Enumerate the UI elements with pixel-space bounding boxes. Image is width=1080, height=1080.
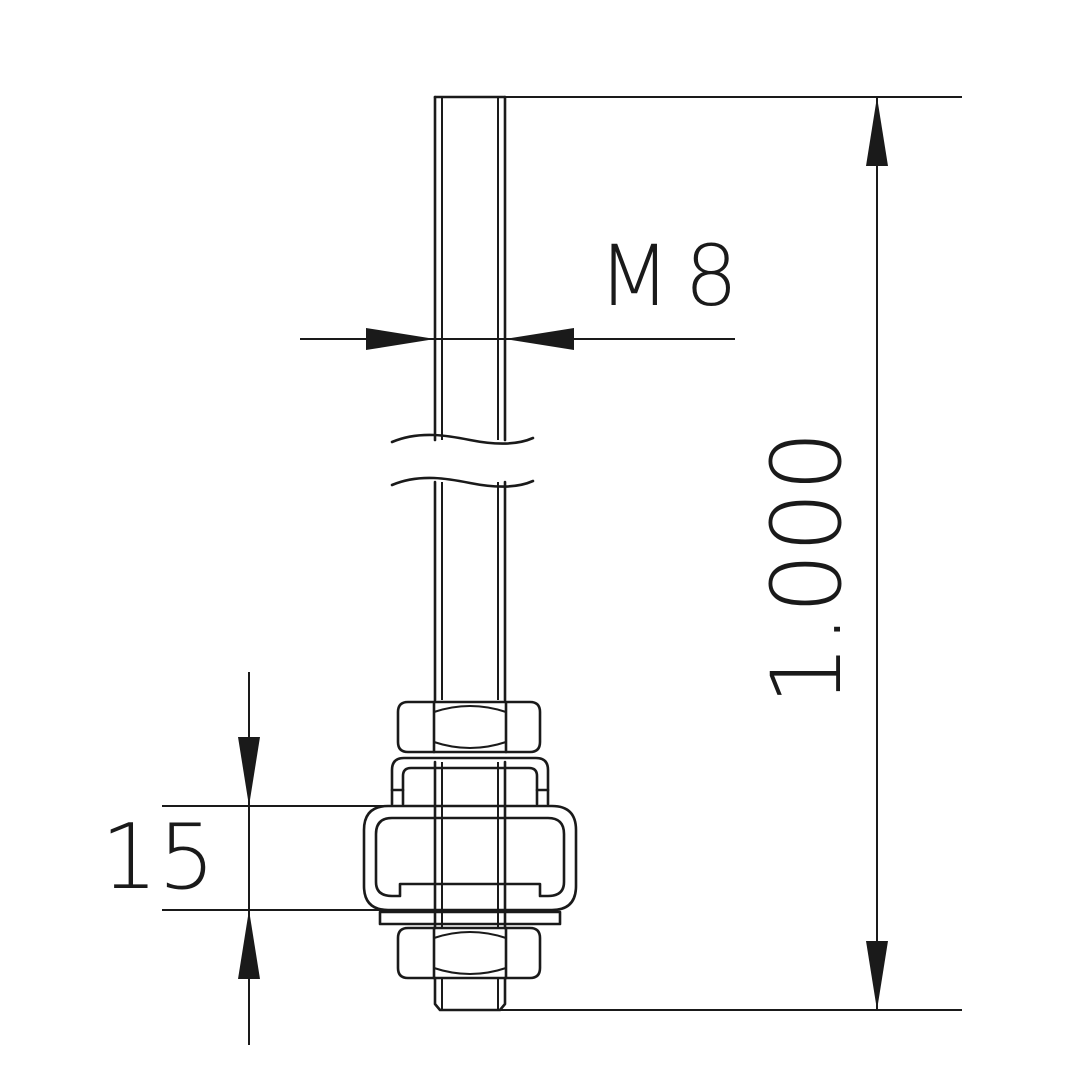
upper-washer-clip: [390, 756, 550, 806]
thread-size-label: M8: [598, 227, 752, 325]
arrow-right-icon: [366, 328, 435, 350]
length-dimension: 1.000: [500, 96, 962, 1011]
thread-diameter-dimension: M8: [300, 227, 752, 350]
arrow-up-icon: [238, 910, 260, 979]
arrow-down-icon: [866, 941, 888, 1010]
threaded-rod: [433, 95, 507, 1012]
arrow-up-icon: [866, 97, 888, 166]
length-label: 1.000: [751, 431, 863, 706]
arrow-down-icon: [238, 737, 260, 806]
break-lines: [390, 433, 535, 488]
arrow-left-icon: [505, 328, 574, 350]
channel-height-label: 15: [101, 805, 216, 910]
channel-height-dimension: 15: [101, 672, 388, 1045]
upper-hex-nut: [396, 700, 542, 754]
c-channel-profile: [362, 804, 578, 912]
lower-hex-nut: [378, 910, 562, 980]
